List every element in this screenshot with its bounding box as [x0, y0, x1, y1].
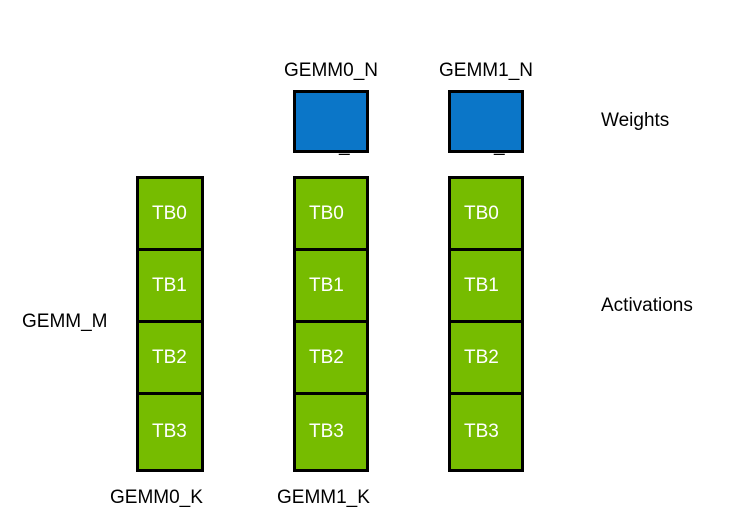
top-label-gemm1-n-line1: GEMM1_N: [439, 60, 533, 81]
activation-cell: TB0: [136, 176, 204, 251]
activation-cell-label: TB0: [464, 202, 499, 224]
activation-cell: TB0: [293, 176, 369, 251]
bottom-label-gemm0-k: GEMM0_K: [110, 487, 203, 508]
activation-cell: TB2: [448, 320, 524, 395]
row-label-activations: Activations: [601, 295, 693, 316]
activation-cell-label: TB2: [464, 346, 499, 368]
activation-cell: TB2: [136, 320, 204, 395]
activation-cell: TB1: [136, 248, 204, 323]
left-label-gemm-m: GEMM_M: [22, 311, 108, 332]
activation-cell: TB3: [136, 392, 204, 472]
activation-cell: TB1: [448, 248, 524, 323]
activation-cell-label: TB1: [309, 274, 344, 296]
activation-cell: TB3: [448, 392, 524, 472]
bottom-label-gemm1-k: GEMM1_K: [277, 487, 370, 508]
gemm0-weight-tile: [293, 90, 369, 153]
activation-cell: TB1: [293, 248, 369, 323]
activation-cell: TB0: [448, 176, 524, 251]
activation-cell-label: TB2: [152, 346, 187, 368]
activation-cell-label: TB0: [309, 202, 344, 224]
activation-cell: TB3: [293, 392, 369, 472]
activation-cell-label: TB1: [152, 274, 187, 296]
activation-cell-label: TB0: [152, 202, 187, 224]
activation-column-1: TB0 TB1 TB2 TB3: [293, 176, 369, 472]
activation-cell-label: TB3: [464, 421, 499, 442]
activation-column-2: TB0 TB1 TB2 TB3: [448, 176, 524, 472]
activation-cell-label: TB1: [464, 274, 499, 296]
row-label-weights: Weights: [601, 110, 670, 131]
activation-cell: TB2: [293, 320, 369, 395]
activation-cell-label: TB3: [309, 421, 344, 442]
gemm1-weight-tile: [448, 90, 524, 153]
activation-cell-label: TB2: [309, 346, 344, 368]
activation-column-0: TB0 TB1 TB2 TB3: [136, 176, 204, 472]
top-label-gemm0-n-line1: GEMM0_N: [284, 60, 378, 81]
activation-cell-label: TB3: [152, 421, 187, 442]
